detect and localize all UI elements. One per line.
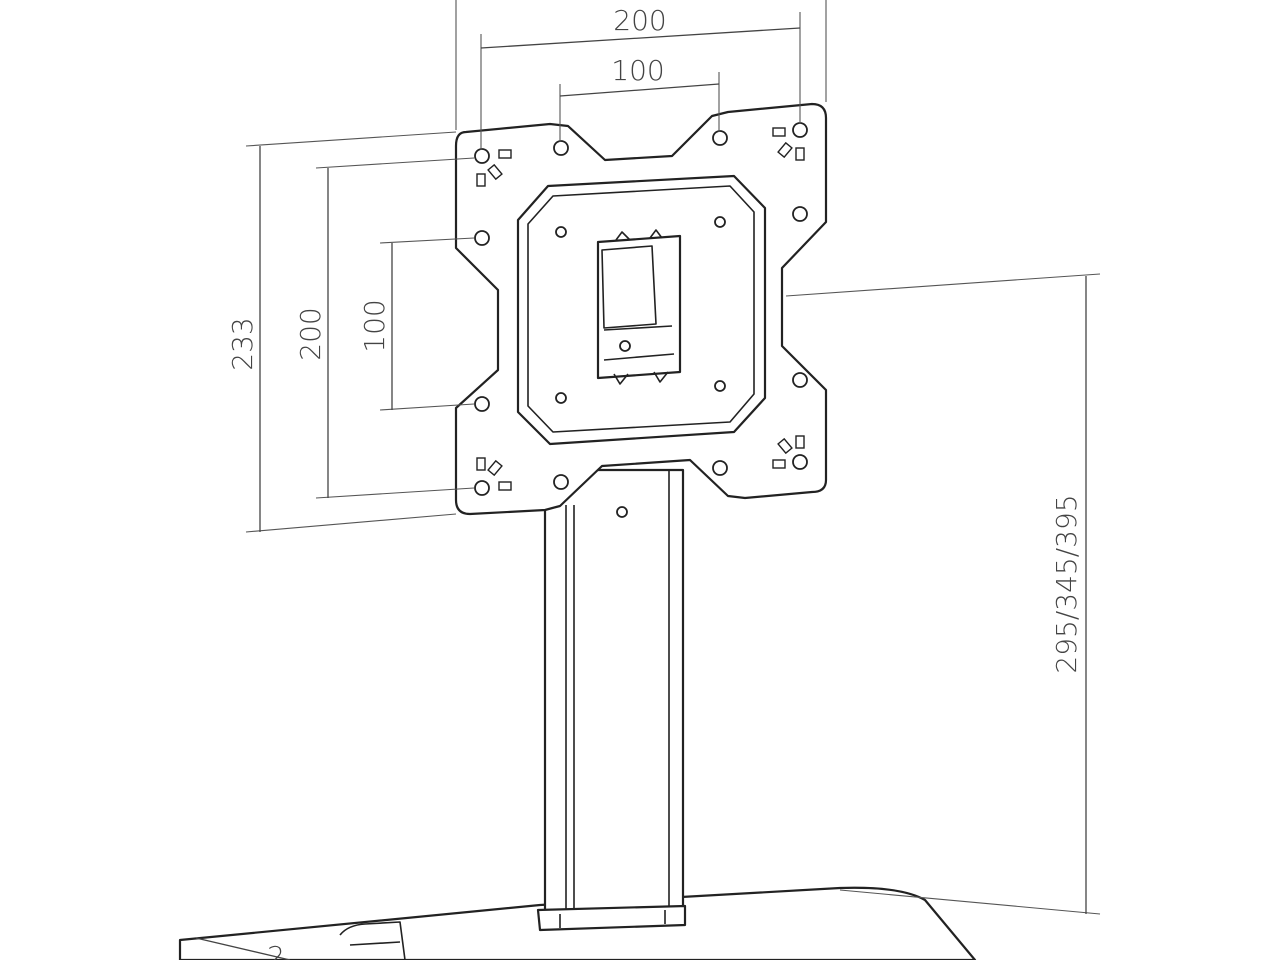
center-clip-bracket xyxy=(596,229,682,385)
corner-slots xyxy=(476,127,805,491)
mounting-holes xyxy=(474,122,808,496)
stand-column xyxy=(536,468,687,932)
dimension-lines xyxy=(195,0,1101,960)
column-screw-hole xyxy=(616,506,628,518)
dim-label-height-range: 295/345/395 xyxy=(1050,494,1083,673)
dim-label-base-partial: 2 xyxy=(267,940,285,960)
dim-label-top-outer: 200 xyxy=(613,4,666,37)
dim-label-left-inner: 100 xyxy=(358,299,391,352)
dim-label-top-inner: 100 xyxy=(611,54,664,87)
vesa-mounting-plate xyxy=(454,102,828,516)
dim-label-left-outer: 200 xyxy=(294,307,327,360)
dim-label-left-overall: 233 xyxy=(226,317,259,370)
